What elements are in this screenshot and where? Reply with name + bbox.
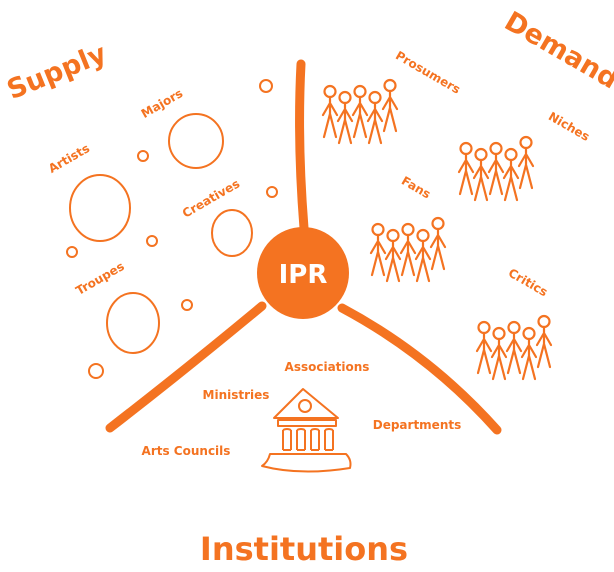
demand-title: Demand xyxy=(499,6,614,96)
building-architrave xyxy=(277,419,337,427)
building-column xyxy=(282,428,292,451)
classical-building-icon xyxy=(261,388,352,473)
ipr-label: IPR xyxy=(279,260,328,290)
stick-figure-icon xyxy=(457,141,475,196)
stick-figure-icon xyxy=(381,78,399,133)
label-prosumers: Prosumers xyxy=(393,48,463,96)
ipr-center: IPR xyxy=(257,227,349,319)
bubble-icon xyxy=(69,174,131,242)
bubble-icon xyxy=(266,186,278,198)
stick-figure-icon xyxy=(487,141,505,196)
bubble-icon xyxy=(146,235,158,247)
bubble-icon xyxy=(181,299,193,311)
stick-figure-icon xyxy=(384,228,402,283)
prosumers-figures-icon xyxy=(321,78,399,145)
fans-figures-icon xyxy=(369,216,447,283)
stick-figure-group-icons xyxy=(321,78,553,381)
building-emblem xyxy=(298,399,312,413)
bubble-icon xyxy=(259,79,273,93)
label-creatives: Creatives xyxy=(180,176,242,220)
critics-figures-icon xyxy=(475,314,553,381)
building-steps xyxy=(261,453,352,473)
stick-figure-icon xyxy=(336,90,354,145)
label-majors: Majors xyxy=(139,86,185,121)
divider-top xyxy=(295,59,309,233)
stick-figure-icon xyxy=(502,147,520,202)
institutions-title: Institutions xyxy=(200,530,408,568)
stick-figure-icon xyxy=(490,326,508,381)
stick-figure-icon xyxy=(472,147,490,202)
label-artists: Artists xyxy=(46,141,92,176)
stick-figure-icon xyxy=(475,320,493,375)
building-column xyxy=(296,428,306,451)
divider-lines xyxy=(105,59,502,435)
label-critics: Critics xyxy=(506,266,550,300)
stick-figure-icon xyxy=(369,222,387,277)
stick-figure-icon xyxy=(399,222,417,277)
building-column xyxy=(324,428,334,451)
label-arts-councils: Arts Councils xyxy=(142,444,231,458)
stick-figure-icon xyxy=(520,326,538,381)
label-ministries: Ministries xyxy=(203,388,270,402)
label-fans: Fans xyxy=(399,174,433,202)
divider-left xyxy=(105,301,267,433)
label-niches: Niches xyxy=(546,109,592,144)
building-column xyxy=(310,428,320,451)
niches-figures-icon xyxy=(457,135,535,202)
label-departments: Departments xyxy=(373,418,462,432)
stick-figure-icon xyxy=(351,84,369,139)
bubble-icon xyxy=(66,246,78,258)
divider-right xyxy=(337,303,502,435)
stick-figure-icon xyxy=(505,320,523,375)
bubble-icon xyxy=(88,363,104,379)
stick-figure-icon xyxy=(535,314,553,369)
supply-labels: Artists Majors Creatives Troupes xyxy=(46,86,242,298)
ipr-circle xyxy=(257,227,349,319)
stick-figure-icon xyxy=(414,228,432,283)
stick-figure-icon xyxy=(517,135,535,190)
bubble-icon xyxy=(106,292,160,354)
building-roof xyxy=(273,388,339,419)
supply-bubbles-icon xyxy=(66,79,278,379)
supply-title: Supply xyxy=(3,38,112,106)
label-troupes: Troupes xyxy=(73,259,126,298)
bubble-icon xyxy=(211,209,253,257)
label-associations: Associations xyxy=(285,360,370,374)
stick-figure-icon xyxy=(429,216,447,271)
bubble-icon xyxy=(137,150,149,162)
institution-labels: Associations Ministries Departments Arts… xyxy=(142,360,462,458)
bubble-icon xyxy=(168,113,224,169)
stick-figure-icon xyxy=(366,90,384,145)
stick-figure-icon xyxy=(321,84,339,139)
